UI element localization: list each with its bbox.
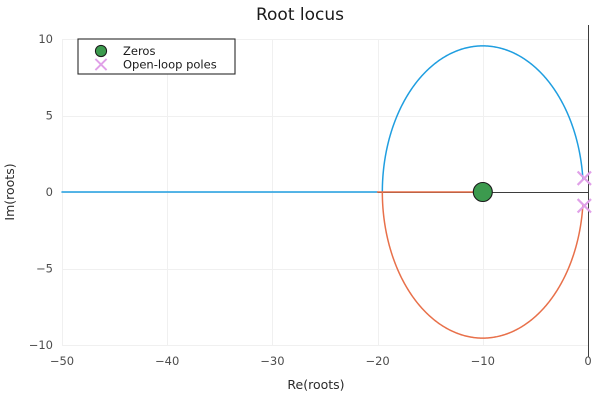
zero-marker <box>472 181 493 203</box>
y-tick-label: −10 <box>29 338 53 352</box>
chart-title: Root locus <box>256 5 344 25</box>
x-tick-label: −20 <box>365 354 389 368</box>
y-tick-label: 10 <box>38 32 53 46</box>
pole-marker <box>576 170 592 186</box>
x-axis-label: Re(roots) <box>287 377 344 392</box>
marker-points <box>472 170 592 214</box>
locus-curves <box>61 45 584 339</box>
y-tick-label: 5 <box>46 109 53 123</box>
locus-arc-branch <box>381 45 584 193</box>
legend-poles-icon <box>94 58 108 71</box>
pole-marker <box>576 198 592 214</box>
x-tick-label: −10 <box>471 354 495 368</box>
x-tick-label: −50 <box>50 354 74 368</box>
y-tick-label: −5 <box>36 262 53 276</box>
x-tick-label: −40 <box>155 354 179 368</box>
legend-label: Zeros <box>123 44 155 58</box>
y-axis-tick-labels: −10 −5 0 5 10 <box>29 32 53 352</box>
x-tick-label: −30 <box>260 354 284 368</box>
legend-label: Open-loop poles <box>123 58 217 72</box>
locus-arc-branch <box>381 191 584 339</box>
legend-zeros-icon <box>94 44 108 58</box>
x-axis-tick-labels: −50 −40 −30 −20 −10 0 <box>50 354 592 368</box>
y-tick-label: 0 <box>46 185 53 199</box>
y-axis-label: Im(roots) <box>2 163 17 220</box>
x-tick-label: 0 <box>584 354 591 368</box>
